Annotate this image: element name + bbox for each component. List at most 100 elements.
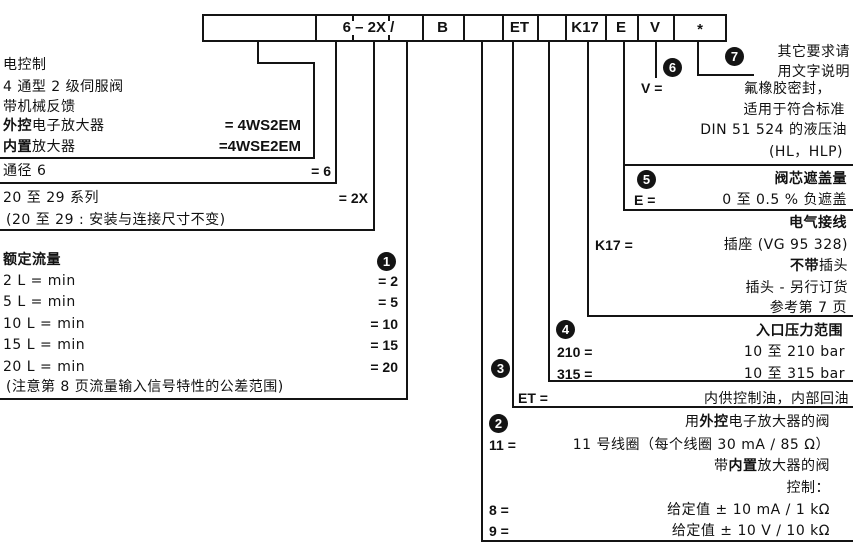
flow-row-label: 2 L = min: [3, 273, 76, 289]
electrical-line3: 插头 - 另行订货: [745, 280, 848, 296]
amplifier-row3-rest: 放大器的阀: [757, 458, 830, 474]
amplifier-desc-11: 11 号线圈（每个线圈 30 mA / 85 Ω）: [572, 437, 830, 453]
badge-1-number: 1: [382, 254, 391, 269]
series-value: = 2X: [338, 190, 368, 206]
amplifier-code-9: 9 =: [489, 523, 509, 539]
seals-line4: (HL，HLP): [768, 144, 843, 160]
amplifier-code-11: 11 =: [489, 437, 516, 453]
amplifier-desc-8: 给定值 ± 10 mA / 1 kΩ: [667, 502, 830, 518]
amplifier-code-8: 8 =: [489, 502, 509, 518]
electrical-code: K17 =: [595, 237, 633, 253]
section-separator: [0, 182, 337, 184]
valve-type-external-label: 外控电子放大器: [3, 118, 105, 134]
electrical-line4: 参考第 7 页: [769, 300, 847, 316]
section-separator: [587, 315, 853, 317]
pilot-oil-code: ET =: [518, 390, 548, 406]
code-cell-et: ET: [509, 19, 530, 36]
connector-line: [623, 42, 625, 211]
badge-3: 3: [491, 359, 510, 378]
badge-1: 1: [377, 252, 396, 271]
size-value: = 6: [311, 163, 331, 179]
connector-line: [512, 42, 514, 408]
valve-type-external-em: 外控: [3, 118, 32, 134]
valve-type-external-rest: 电子放大器: [32, 118, 105, 134]
flow-row-value: = 10: [370, 316, 398, 332]
connector-line: [655, 42, 657, 78]
connector-line: [587, 42, 589, 317]
section-separator: [0, 398, 408, 400]
seals-line2: 适用于符合标准: [743, 102, 845, 118]
connector-line: [697, 74, 754, 76]
seals-line1: 氟橡胶密封，: [744, 81, 831, 97]
amplifier-row3-em: 内置: [728, 458, 758, 474]
connector-line: [257, 42, 259, 64]
overlap-title: 阀芯遮盖量: [774, 171, 847, 187]
code-cell-e: E: [615, 19, 626, 36]
electrical-desc: 插座 (VG 95 328): [723, 237, 848, 253]
flow-row-label: 20 L = min: [3, 359, 86, 375]
pressure-title: 入口压力范围: [756, 323, 843, 339]
connector-line: [697, 42, 699, 76]
badge-7-number: 7: [730, 49, 739, 64]
electrical-line2: 不带插头: [790, 258, 848, 274]
code-cell-b: B: [437, 19, 448, 36]
valve-type-line2: 4 通型 2 级伺服阀: [3, 79, 124, 95]
flow-row-label: 5 L = min: [3, 294, 76, 310]
flow-note: (注意第 8 页流量输入信号特性的公差范围): [6, 379, 284, 395]
other-line2: 用文字说明: [777, 64, 850, 80]
cell-divider: [637, 14, 639, 42]
pressure-desc-315: 10 至 315 bar: [743, 366, 845, 382]
code-cell-k17: K17: [571, 19, 599, 36]
electrical-line2-rest: 插头: [819, 258, 848, 274]
amplifier-row1-em: 外控: [699, 414, 729, 430]
connector-line: [548, 42, 550, 382]
cell-divider-dashed: [388, 14, 390, 21]
connector-line: [481, 42, 483, 542]
badge-6-number: 6: [668, 60, 677, 75]
cell-divider: [605, 14, 607, 42]
code-cell-size-series: 6 – 2X /: [342, 19, 395, 36]
cell-divider: [565, 14, 567, 42]
overlap-code: E =: [634, 192, 656, 208]
seals-line3: DIN 51 524 的液压油: [700, 122, 847, 138]
valve-type-line1: 电控制: [3, 57, 47, 73]
section-separator: [623, 164, 853, 166]
valve-type-internal-value: =4WSE2EM: [218, 138, 301, 155]
amplifier-row1-prefix: 用: [685, 414, 700, 430]
badge-4-number: 4: [561, 322, 570, 337]
connector-line: [257, 62, 315, 64]
cell-divider: [502, 14, 504, 42]
connector-line: [335, 42, 337, 184]
amplifier-desc-9: 给定值 ± 10 V / 10 kΩ: [671, 523, 830, 539]
code-cell-v: V: [649, 19, 660, 36]
cell-divider-dashed: [352, 35, 354, 42]
cell-divider-dashed: [352, 14, 354, 21]
code-cell-star: *: [697, 21, 703, 38]
amplifier-row1-rest: 电子放大器的阀: [728, 414, 830, 430]
cell-divider: [463, 14, 465, 42]
amplifier-row3-prefix: 带: [714, 458, 729, 474]
cell-divider-dashed: [388, 35, 390, 42]
pressure-code-210: 210 =: [557, 344, 593, 360]
flow-row-label: 10 L = min: [3, 316, 86, 332]
connector-line: [373, 42, 375, 231]
cell-divider: [537, 14, 539, 42]
badge-4: 4: [556, 320, 575, 339]
badge-7: 7: [725, 47, 744, 66]
section-separator: [0, 157, 315, 159]
flow-row-label: 15 L = min: [3, 337, 86, 353]
cell-divider: [673, 14, 675, 42]
electrical-title: 电气接线: [789, 215, 847, 231]
pressure-desc-210: 10 至 210 bar: [743, 344, 845, 360]
pilot-oil-desc: 内供控制油，内部回油: [704, 391, 849, 407]
cell-divider: [315, 14, 317, 42]
badge-2-number: 2: [494, 416, 503, 431]
valve-type-internal-rest: 放大器: [32, 139, 76, 155]
section-separator: [512, 406, 853, 408]
badge-6: 6: [663, 58, 682, 77]
section-separator: [623, 209, 853, 211]
badge-2: 2: [489, 414, 508, 433]
connector-line: [406, 42, 408, 400]
valve-type-line3: 带机械反馈: [3, 99, 76, 115]
electrical-line2-em: 不带: [790, 258, 819, 274]
